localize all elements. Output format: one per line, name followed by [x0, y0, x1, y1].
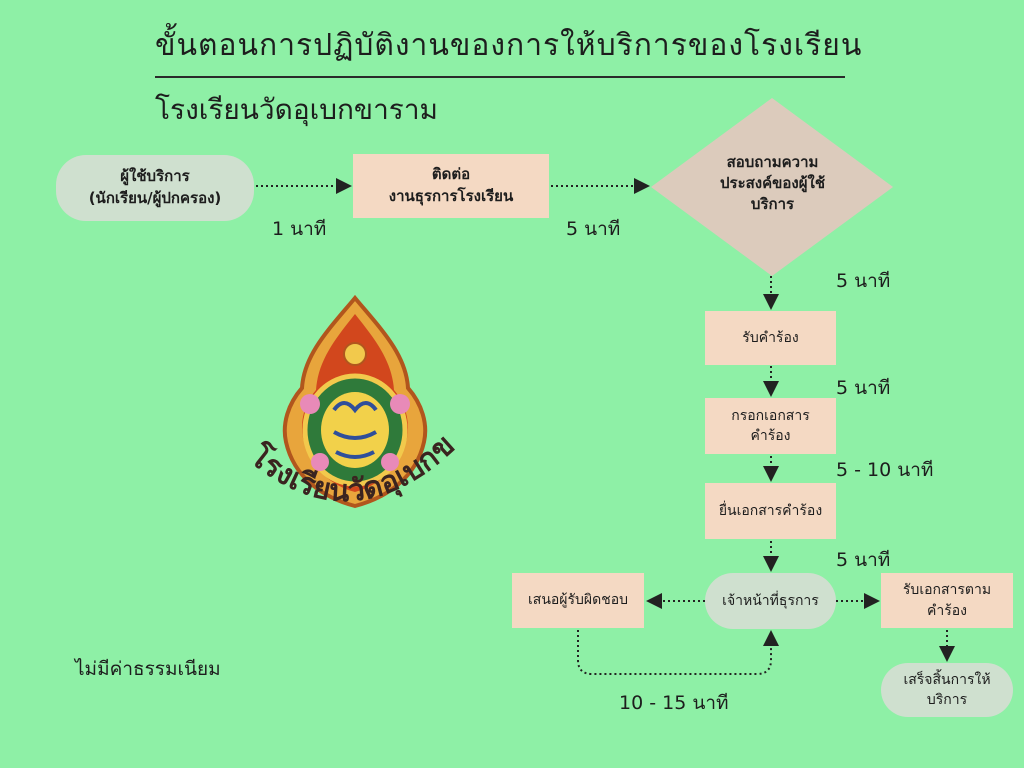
time-label-7: 10 - 15 นาที	[619, 692, 729, 714]
node-receive-docs-line1: รับเอกสารตาม	[902, 582, 992, 599]
node-user: ผู้ใช้บริการ (นักเรียน/ผู้ปกครอง)	[56, 155, 254, 221]
node-inquire-diamond	[651, 98, 893, 276]
node-complete-line2: บริการ	[926, 692, 968, 708]
title-divider	[155, 76, 845, 78]
node-submit-docs: ยื่นเอกสารคำร้อง	[705, 483, 836, 539]
time-label-1: 1 นาที	[272, 218, 327, 240]
node-complete-line1: เสร็จสิ้นการให้	[903, 671, 991, 688]
node-inquire-line3: บริการ	[750, 195, 795, 213]
time-label-6: 5 นาที	[836, 549, 891, 571]
time-label-3: 5 นาที	[836, 270, 891, 292]
node-contact-line2: งานธุรการโรงเรียน	[388, 187, 514, 205]
node-receive-docs: รับเอกสารตามคำร้อง	[881, 573, 1013, 628]
node-contact: ติดต่องานธุรการโรงเรียน	[353, 154, 549, 218]
school-emblem-icon: โรงเรียนวัดอุเบกขาราม	[220, 265, 462, 509]
time-label-5: 5 - 10 นาที	[836, 459, 934, 481]
node-officer: เจ้าหน้าที่ธุรการ	[705, 573, 836, 629]
node-fill-docs: กรอกเอกสารคำร้อง	[705, 398, 836, 454]
time-label-4: 5 นาที	[836, 377, 891, 399]
time-label-2: 5 นาที	[566, 218, 621, 240]
node-inquire-line1: สอบถามความ	[726, 153, 819, 171]
node-inquire-line2: ประสงค์ของผู้ใช้	[719, 174, 826, 192]
node-fill-docs-line2: คำร้อง	[750, 428, 791, 444]
node-fill-docs-line1: กรอกเอกสาร	[731, 407, 810, 424]
node-contact-line1: ติดต่อ	[431, 165, 471, 184]
page-title: ขั้นตอนการปฏิบัติงานของการให้บริการของโร…	[155, 28, 863, 63]
school-logo: โรงเรียนวัดอุเบกขาราม	[220, 265, 480, 562]
node-receive-docs-line2: คำร้อง	[927, 602, 967, 619]
node-propose: เสนอผู้รับผิดชอบ	[512, 573, 644, 628]
node-receive-request: รับคำร้อง	[705, 311, 836, 365]
fee-note: ไม่มีค่าธรรมเนียม	[75, 658, 221, 680]
node-user-line1: ผู้ใช้บริการ	[120, 167, 190, 186]
arrow-propose-officer-loop	[577, 630, 779, 675]
node-complete: เสร็จสิ้นการให้บริการ	[881, 663, 1013, 717]
page-subtitle: โรงเรียนวัดอุเบกขาราม	[155, 93, 439, 126]
node-user-line2: (นักเรียน/ผู้ปกครอง)	[88, 189, 222, 207]
node-inquire: สอบถามความ ประสงค์ของผู้ใช้ บริการ	[660, 152, 885, 215]
